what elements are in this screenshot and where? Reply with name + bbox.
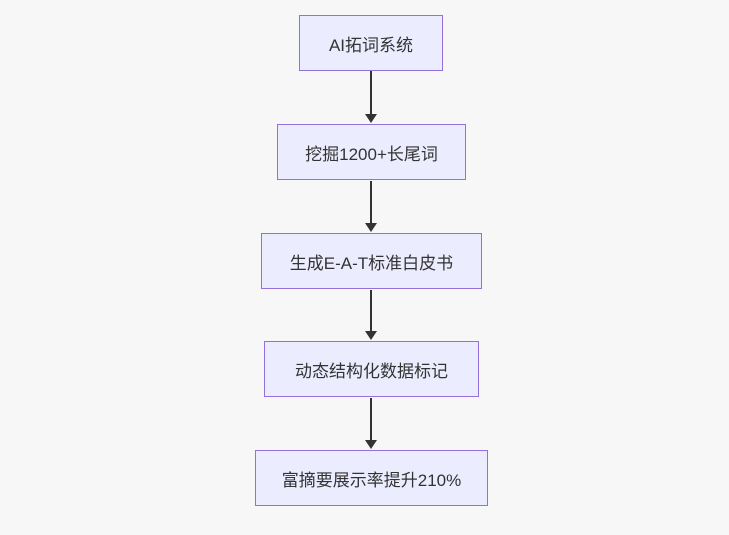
arrow-line	[370, 290, 372, 331]
flow-node-2: 挖掘1200+长尾词	[277, 124, 466, 180]
flow-node-3-label: 生成E-A-T标准白皮书	[289, 253, 454, 273]
flow-node-1-label: AI拓词系统	[328, 35, 414, 55]
flow-node-3: 生成E-A-T标准白皮书	[261, 233, 482, 289]
flow-node-4: 动态结构化数据标记	[264, 341, 479, 397]
flow-node-4-label: 动态结构化数据标记	[295, 361, 448, 381]
flow-node-5: 富摘要展示率提升210%	[255, 450, 488, 506]
arrow-line	[370, 71, 372, 114]
arrow-line	[370, 398, 372, 440]
arrow-head-icon	[365, 223, 377, 232]
arrow-head-icon	[365, 440, 377, 449]
flow-node-2-label: 挖掘1200+长尾词	[305, 144, 438, 164]
arrow-line	[370, 181, 372, 223]
flow-arrow-2	[364, 181, 378, 232]
flow-arrow-4	[364, 398, 378, 449]
flow-node-1: AI拓词系统	[299, 15, 443, 71]
arrow-head-icon	[365, 114, 377, 123]
flow-arrow-1	[364, 71, 378, 123]
flow-node-5-label: 富摘要展示率提升210%	[281, 470, 462, 490]
arrow-head-icon	[365, 331, 377, 340]
flow-arrow-3	[364, 290, 378, 340]
